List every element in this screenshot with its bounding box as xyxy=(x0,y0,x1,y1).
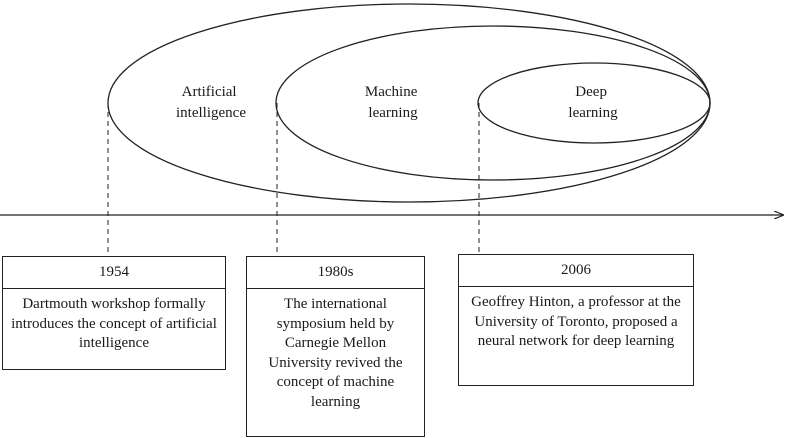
milestone-year: 1954 xyxy=(3,257,225,289)
milestone-year: 1980s xyxy=(247,257,424,289)
milestone-box-2006: 2006 Geoffrey Hinton, a professor at the… xyxy=(458,254,694,386)
milestone-box-1980s: 1980s The international symposium held b… xyxy=(246,256,425,437)
milestone-description: Geoffrey Hinton, a professor at the Univ… xyxy=(471,294,681,349)
dl-label: Deep learning xyxy=(568,84,618,121)
dl-ellipse xyxy=(477,62,711,144)
milestone-description: Dartmouth workshop formally introduces t… xyxy=(11,296,217,351)
ai-ellipse xyxy=(107,3,711,203)
ml-label: Machine learning xyxy=(365,84,421,121)
milestone-box-1954: 1954 Dartmouth workshop formally introdu… xyxy=(2,256,226,370)
ai-label: Artificial intelligence xyxy=(176,84,246,121)
milestone-year: 2006 xyxy=(459,255,693,287)
ml-ellipse xyxy=(275,25,711,181)
milestone-description: The international symposium held by Carn… xyxy=(268,296,403,410)
